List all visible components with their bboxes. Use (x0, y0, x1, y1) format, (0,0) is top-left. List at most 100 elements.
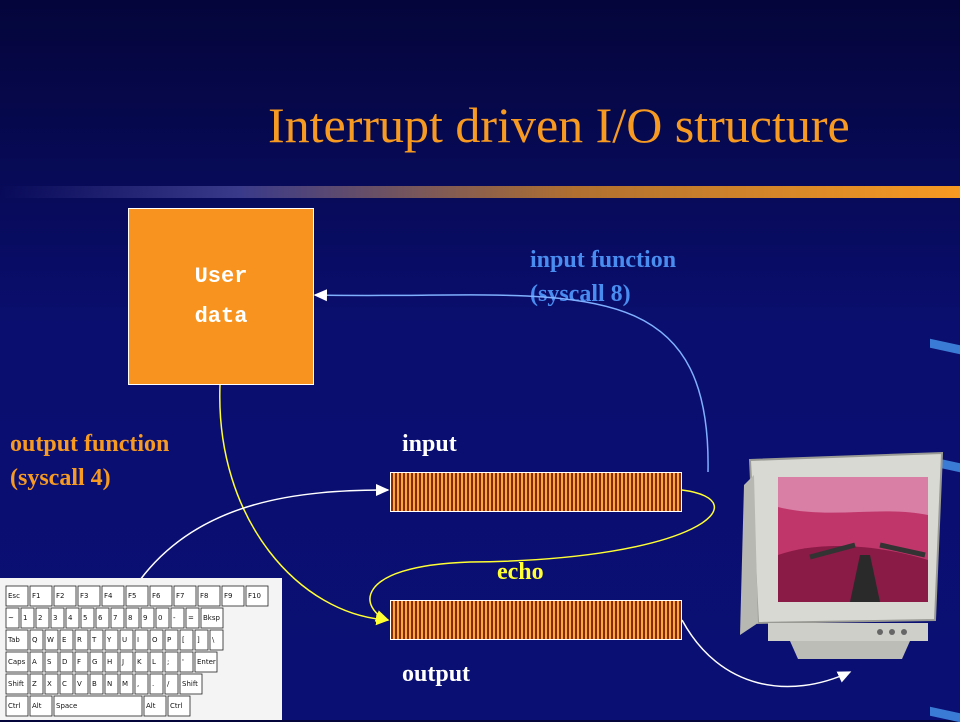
keyboard-key-label: / (167, 680, 170, 688)
keyboard-key-label: Esc (8, 592, 20, 600)
keyboard-key (59, 673, 74, 695)
input-function-line1: input function (530, 247, 677, 273)
keyboard-key-label: A (32, 658, 37, 666)
echo-arrow (369, 489, 715, 622)
keyboard-key (29, 585, 53, 607)
keyboard-key-label: M (122, 680, 128, 688)
keyboard-key (29, 695, 53, 717)
keyboard-key-label: ; (167, 658, 169, 666)
keyboard-key-label: N (107, 680, 112, 688)
monitor-image (740, 451, 944, 659)
keyboard-key-label: F5 (128, 592, 136, 600)
keyboard-key (104, 673, 119, 695)
keyboard-key-label: Y (106, 636, 112, 644)
keyboard-key (5, 585, 29, 607)
keyboard-key (44, 651, 59, 673)
keyboard-key-label: I (137, 636, 139, 644)
keyboard-key (44, 673, 59, 695)
output-function-line2: (syscall 4) (10, 465, 111, 491)
keyboard-key-label: K (137, 658, 142, 666)
keyboard-key (167, 695, 191, 717)
keyboard-key-label: Z (32, 680, 37, 688)
keyboard-key-label: T (91, 636, 97, 644)
keyboard-key (119, 673, 134, 695)
keyboard-key-label: 5 (83, 614, 87, 622)
user-data-line1: User (194, 263, 248, 289)
keyboard-key-label: Ctrl (170, 702, 183, 710)
keyboard-key-label: = (188, 614, 194, 622)
keyboard-key-label: B (92, 680, 97, 688)
keyboard-key (173, 585, 197, 607)
keyboard-key-label: C (62, 680, 67, 688)
keyboard-key-label: . (152, 680, 154, 688)
keyboard-key (110, 607, 125, 629)
keyboard-key (149, 651, 164, 673)
user-data-line2: data (194, 303, 248, 329)
keyboard-key (53, 695, 143, 717)
keyboard-key (104, 629, 119, 651)
echo-label: echo (497, 559, 544, 585)
slide-title: Interrupt driven I/O structure (268, 97, 850, 153)
keyboard-key (74, 651, 89, 673)
keyboard-key-label: Tab (7, 636, 20, 644)
keyboard-key (59, 651, 74, 673)
output-to-monitor-arrow (681, 619, 852, 688)
keyboard-key-label: W (47, 636, 54, 644)
keyboard-key-label: S (47, 658, 52, 666)
keyboard-key-label: F2 (56, 592, 64, 600)
keyboard-key-label: D (62, 658, 67, 666)
keyboard-key (140, 607, 155, 629)
keyboard-key (194, 651, 218, 673)
keyboard-key (164, 651, 179, 673)
keyboard-key-label: 0 (158, 614, 162, 622)
keyboard-key-label: 9 (143, 614, 147, 622)
keyboard-key-label: L (152, 658, 156, 666)
keyboard-key (194, 629, 209, 651)
output-buffer-label: output (402, 661, 471, 687)
keyboard-key (5, 673, 29, 695)
keyboard-key (29, 629, 44, 651)
keyboard-key (101, 585, 125, 607)
input-function-line2: (syscall 8) (530, 281, 631, 307)
keyboard-key (164, 629, 179, 651)
keyboard-key (119, 651, 134, 673)
keyboard-key-label: H (107, 658, 112, 666)
output-buffer (390, 600, 682, 640)
keyboard-key-label: ] (197, 636, 200, 644)
keyboard-key-label: F8 (200, 592, 208, 600)
input-buffer (390, 472, 682, 512)
keyboard-key (134, 629, 149, 651)
keyboard-key-label: F (77, 658, 81, 666)
keyboard-key-label: V (77, 680, 82, 688)
keyboard-key (149, 673, 164, 695)
keyboard-key (134, 651, 149, 673)
keyboard-key (149, 585, 173, 607)
keyboard-key-label: ~ (8, 614, 14, 622)
keyboard-key (134, 673, 149, 695)
keyboard-key (29, 673, 44, 695)
keyboard-key-label: F3 (80, 592, 88, 600)
keyboard-key (77, 585, 101, 607)
keyboard-key-label: 8 (128, 614, 132, 622)
user-data-box: User data (128, 208, 314, 385)
keyboard-key-label: F6 (152, 592, 161, 600)
output-function-line1: output function (10, 431, 170, 457)
keyboard-key (119, 629, 134, 651)
keyboard-key (5, 651, 29, 673)
keyboard-key (80, 607, 95, 629)
keyboard-key (125, 585, 149, 607)
keyboard-key (179, 651, 194, 673)
keyboard-key (59, 629, 74, 651)
keyboard-key (209, 629, 224, 651)
keyboard-to-input-arrow (139, 484, 390, 581)
keyboard-key (5, 629, 29, 651)
keyboard-key (89, 651, 104, 673)
keyboard-key (5, 695, 29, 717)
keyboard-key (74, 673, 89, 695)
keyboard-key-label: Caps (8, 658, 26, 666)
keyboard-key-label: F4 (104, 592, 113, 600)
keyboard-key-label: J (121, 658, 124, 666)
